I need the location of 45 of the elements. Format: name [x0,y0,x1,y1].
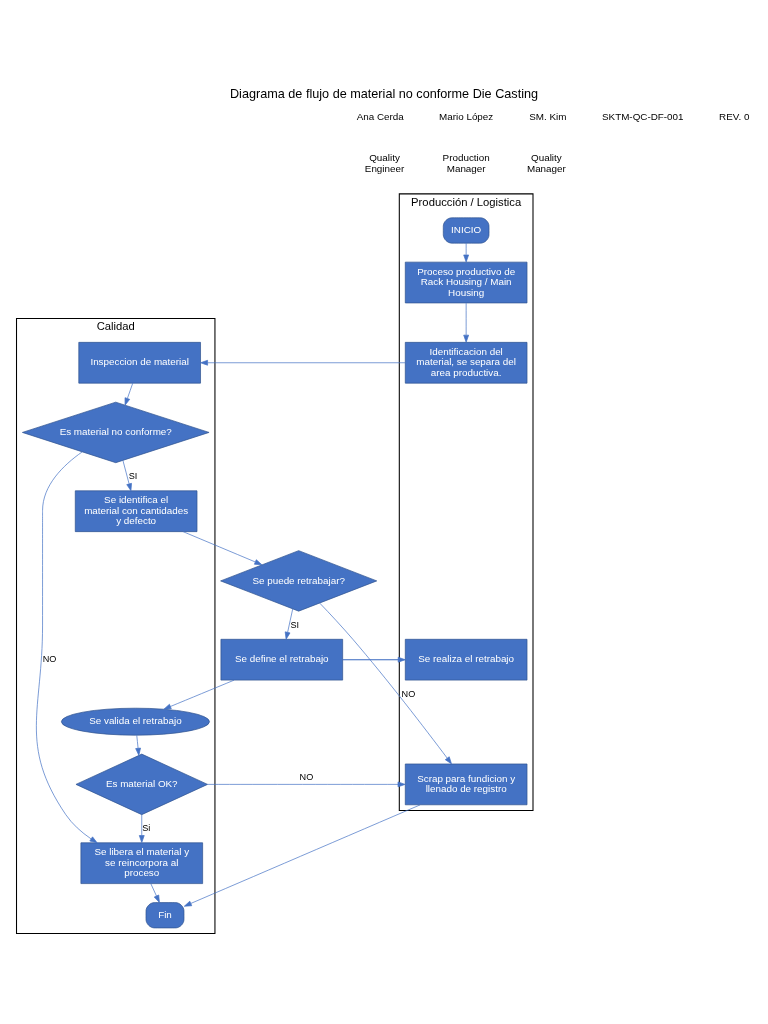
arrow [138,814,145,843]
edge-label: NO [42,654,57,665]
arrow [284,608,294,640]
arrow [463,242,469,263]
node-diamond: Es material no conforme? [22,401,210,464]
label: SM. Kim [529,110,567,122]
label: Ana Cerda [356,110,404,122]
edge-label: NO [401,688,416,699]
arrow [200,359,406,366]
label: Mario López [439,110,494,122]
label: Quality Manager [526,151,566,174]
node-box: INICIO [442,217,490,244]
arrow [163,679,235,710]
arrow [319,602,452,765]
node-box: Inspeccion de material [78,342,201,384]
label: Quality Engineer [364,151,405,174]
node-box: Se define el retrabajo [220,638,343,681]
node-box: Se libera el material y se reincorpora al proceso [80,842,203,884]
arrow [182,531,263,566]
label: Production Manager [442,151,490,174]
node-box: Scrap para fundicion y llenado de registro [404,763,528,806]
arrow [342,656,406,663]
label: SKTM-QC-DF-001 [602,110,684,122]
node-box: Fin [145,902,185,929]
arrow [135,735,141,756]
edge-label: SI [128,471,138,482]
arrow [124,382,134,406]
label: REV. 0 [719,110,750,122]
node-diamond: Es material OK? [75,753,208,815]
arrow [122,460,132,492]
node-diamond: Se puede retrabajar? [220,550,378,612]
node-box: Se identifica el material con cantidades y defecto [74,490,198,532]
node-box: Identificacion del material, se separa del area productiva. [404,342,528,384]
diagram-title: Diagrama de flujo de material no conforme Die Casting [229,86,539,101]
arrow [463,302,469,343]
node-box: Se realiza el retrabajo [404,638,528,681]
edge-label: Si [142,823,151,834]
arrow [183,804,421,907]
edge-label: NO [299,771,314,782]
arrow [36,451,98,844]
node-box: Proceso productivo de Rack Housing / Main Housing [404,261,528,304]
node-ellipse: Se valida el retrabajo [61,707,210,736]
edge-label: SI [290,619,300,630]
arrow [150,883,160,903]
arrow [207,781,406,788]
